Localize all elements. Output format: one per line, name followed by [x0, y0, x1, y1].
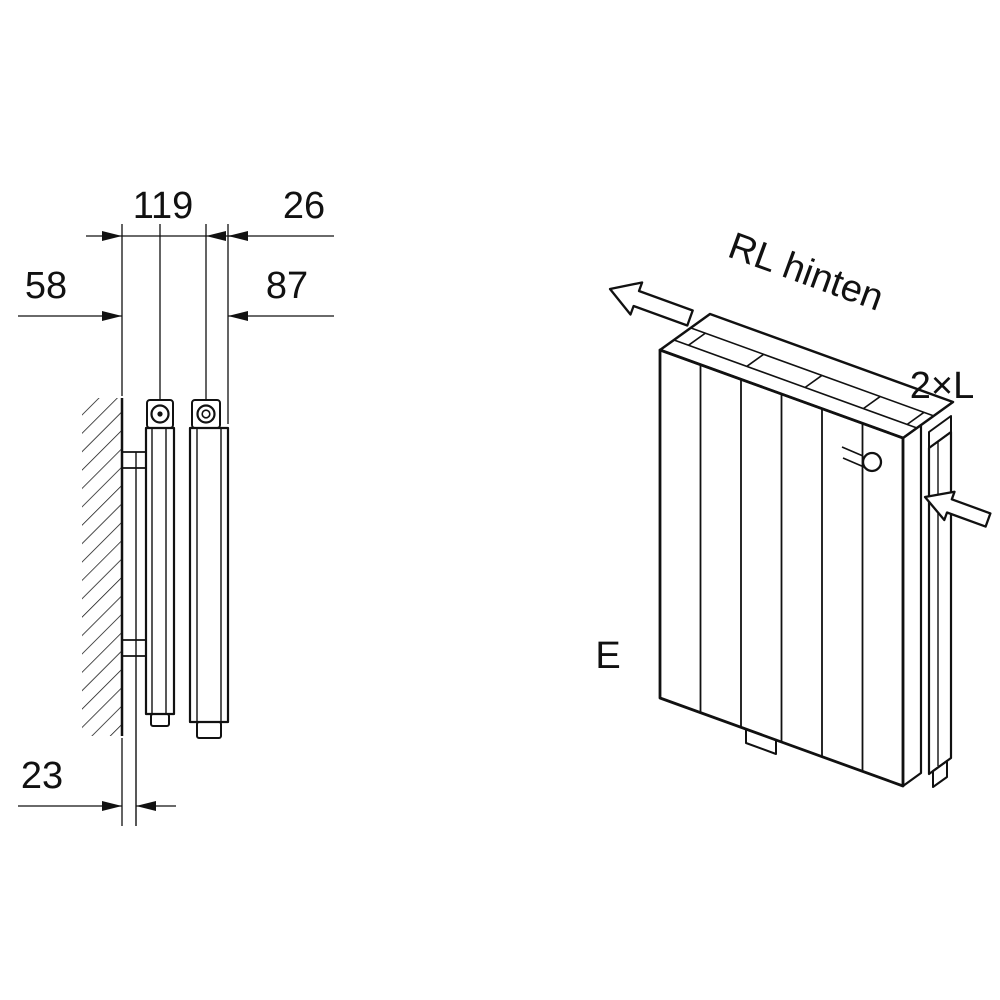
wall-bracket-lower [122, 639, 146, 657]
rear-layer-end [927, 415, 953, 788]
dimension-lines [18, 235, 334, 807]
connection-port-circle [861, 451, 883, 473]
dim-label-119: 119 [133, 185, 194, 227]
arrowhead-icon [136, 801, 156, 811]
dim-label-23: 23 [21, 755, 63, 797]
top-grille-ticks [688, 332, 925, 426]
flow-direction-arrow-icon [608, 281, 694, 327]
wall-hatching [82, 398, 122, 736]
flow-label: RL hinten [723, 225, 889, 320]
pipe-plug-circle [201, 409, 211, 419]
dim-label-26: 26 [283, 185, 325, 227]
radiator-front-face [658, 348, 905, 788]
arrowhead-icon [102, 311, 122, 321]
dim-label-58: 58 [25, 265, 67, 307]
rear-layer-top-cap [928, 415, 952, 449]
dimension-arrowheads [102, 231, 248, 811]
extension-lines [121, 224, 229, 826]
connection-side-arrow-icon [923, 490, 992, 528]
dim-label-87: 87 [266, 265, 308, 307]
front-foot [745, 728, 777, 755]
layers-label: 2×L [910, 365, 974, 407]
pipe-connection-port-front [196, 404, 216, 424]
connection-port-detail [841, 446, 883, 473]
edge-label: E [595, 635, 620, 677]
front-layer-end-face [901, 423, 923, 788]
rear-foot [932, 760, 948, 788]
side-section-view: 119 26 58 87 23 [18, 185, 334, 826]
arrowhead-icon [228, 311, 248, 321]
arrowhead-icon [206, 231, 226, 241]
arrowhead-icon [102, 801, 122, 811]
arrowhead-icon [228, 231, 248, 241]
front-panel-profile [188, 399, 230, 739]
pipe-connection-port-rear [150, 404, 170, 424]
arrowhead-icon [102, 231, 122, 241]
wall-bracket-upper [122, 451, 146, 469]
panel-division-lines [699, 364, 864, 772]
rear-panel-profile [144, 399, 176, 727]
isometric-view: RL hinten 2×L E [595, 225, 992, 788]
pipe-center-dot [157, 411, 163, 417]
